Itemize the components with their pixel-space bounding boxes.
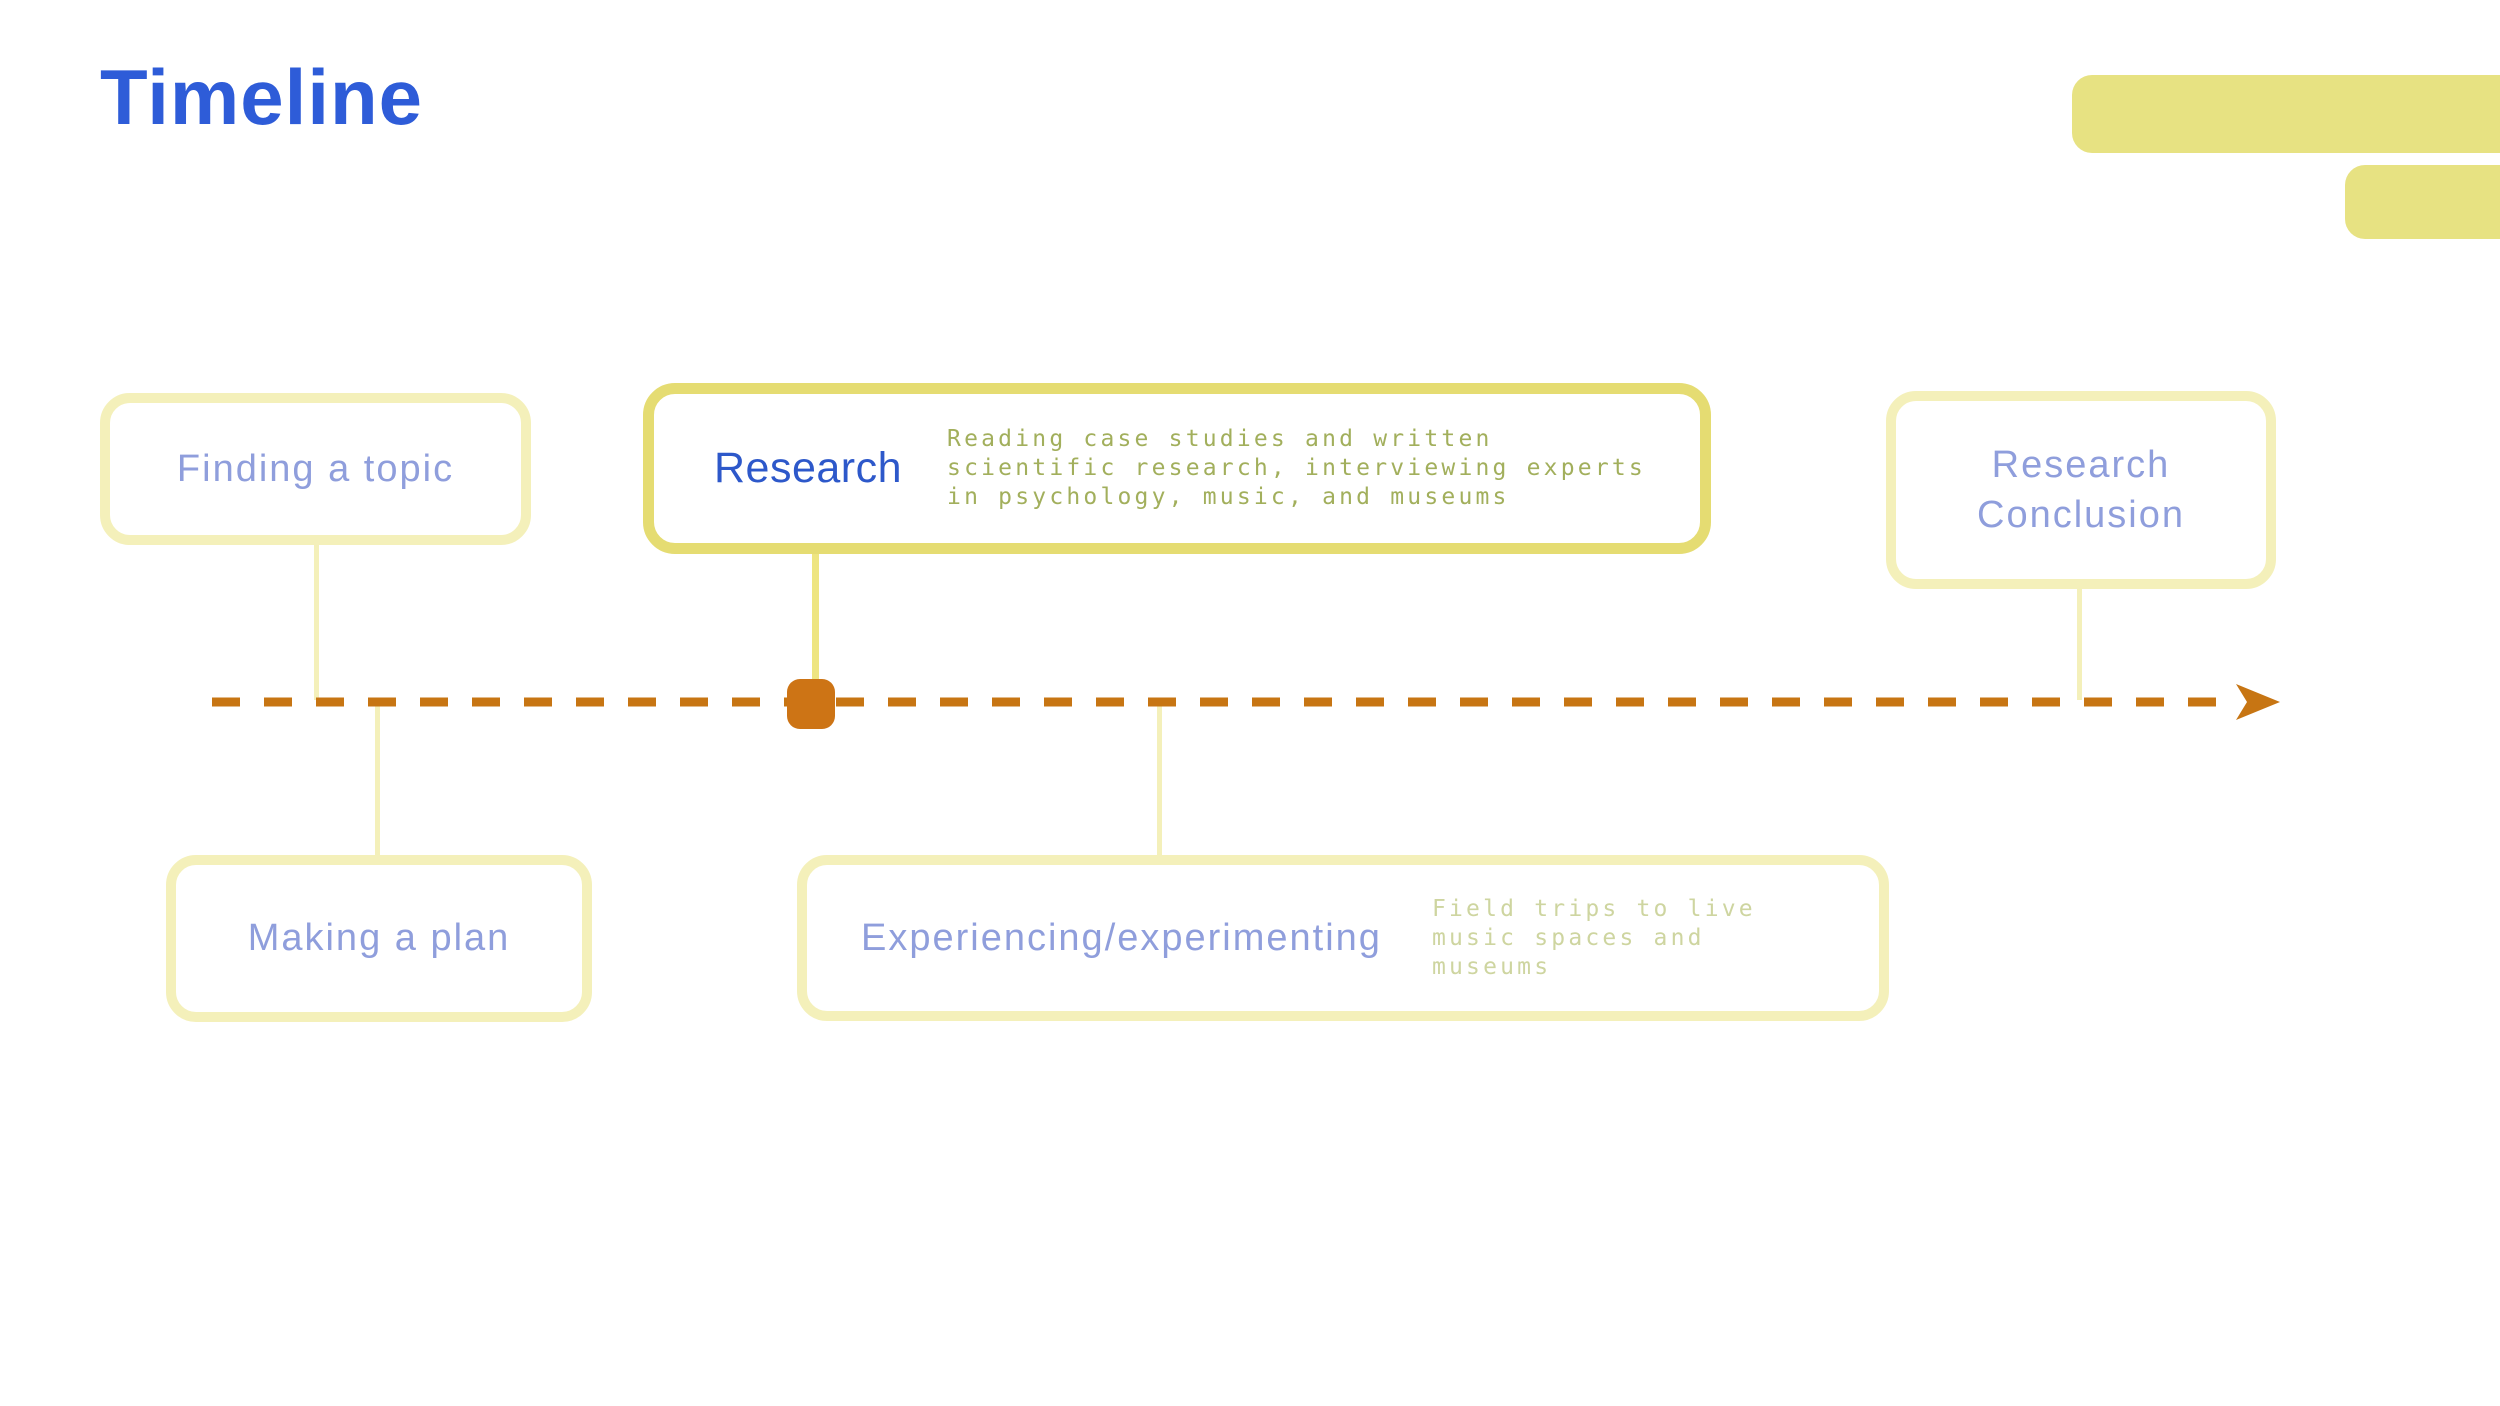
event-description: Field trips to live music spaces and mus… bbox=[1431, 895, 1756, 980]
timeline-connector-finding-a-topic bbox=[314, 540, 319, 700]
event-box-experiencing: Experiencing/experimenting Field trips t… bbox=[797, 855, 1889, 1021]
event-label: Research bbox=[714, 444, 903, 493]
event-box-research-conclusion: Research Conclusion bbox=[1886, 391, 2276, 589]
timeline-connector-research bbox=[812, 548, 819, 688]
event-label: Research Conclusion bbox=[1977, 443, 2185, 536]
timeline-marker bbox=[787, 679, 835, 729]
decor-bar-bottom bbox=[2345, 165, 2500, 239]
event-box-finding-a-topic: Finding a topic bbox=[100, 393, 531, 545]
event-box-research: Research Reading case studies and writte… bbox=[643, 383, 1711, 554]
event-label: Experiencing/experimenting bbox=[861, 916, 1382, 959]
event-box-making-a-plan: Making a plan bbox=[166, 855, 592, 1022]
timeline-connector-making-a-plan bbox=[375, 702, 380, 858]
page-title: Timeline bbox=[100, 53, 424, 141]
event-label: Finding a topic bbox=[176, 447, 455, 490]
arrow-right-icon bbox=[2236, 684, 2280, 720]
event-description: Reading case studies and written scienti… bbox=[947, 426, 1646, 510]
timeline-connector-research-conclusion bbox=[2077, 584, 2082, 700]
decor-bar-top bbox=[2072, 75, 2500, 153]
event-label: Making a plan bbox=[247, 917, 511, 960]
timeline-connector-experiencing bbox=[1157, 702, 1162, 858]
